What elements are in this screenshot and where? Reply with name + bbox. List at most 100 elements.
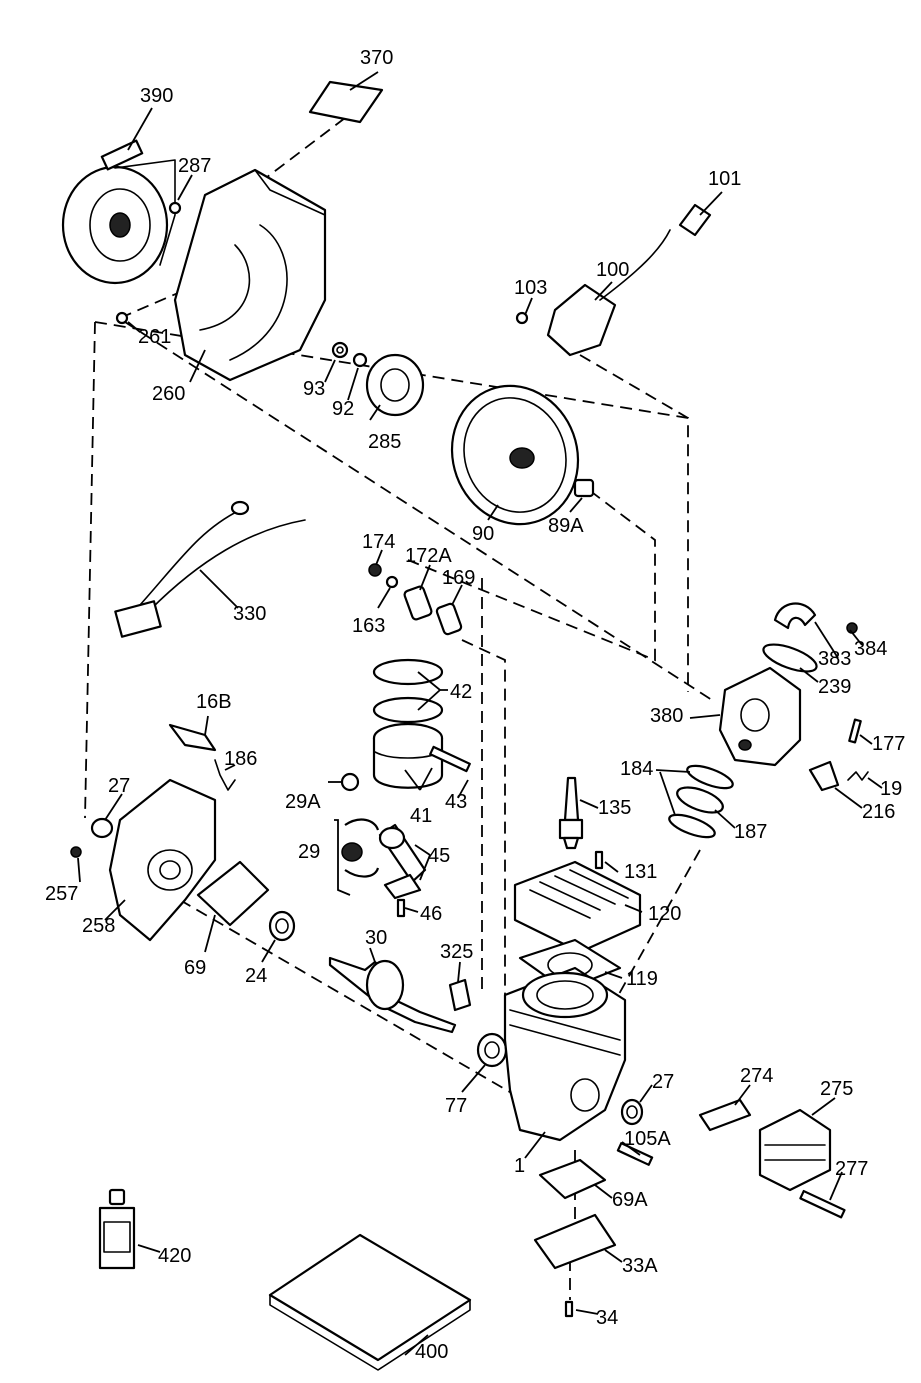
- label-101: 101: [708, 168, 741, 190]
- label-390: 390: [140, 85, 173, 107]
- label-1: 1: [514, 1155, 525, 1177]
- connecting-rod-45: [378, 823, 427, 900]
- label-105A: 105A: [624, 1128, 671, 1150]
- label-24: 24: [245, 965, 267, 987]
- stud-277: [799, 1189, 846, 1219]
- screw-174: [368, 563, 382, 577]
- spark-plug-135: [558, 776, 584, 850]
- label-380: 380: [650, 705, 683, 727]
- lever-216: [808, 760, 840, 792]
- label-277: 277: [835, 1158, 868, 1180]
- clamp-383: [773, 602, 817, 630]
- label-119: 119: [626, 968, 658, 990]
- oil-seal-27-left: [90, 817, 114, 839]
- label-174: 174: [362, 531, 395, 553]
- gasket-274: [698, 1098, 752, 1132]
- piston-pin-43: [429, 745, 471, 773]
- oil-seal-27-right: [620, 1098, 644, 1126]
- label-120: 120: [648, 903, 681, 925]
- washer-92: [352, 352, 368, 368]
- gasket-69: [196, 860, 270, 927]
- label-260: 260: [152, 383, 185, 405]
- label-172A: 172A: [405, 545, 452, 567]
- leader-lines: [77, 71, 883, 1356]
- callout-labels: 370 390 287 101 100 103 261 260 93 92 28…: [45, 47, 905, 1363]
- label-29: 29: [298, 841, 320, 863]
- label-45: 45: [428, 845, 450, 867]
- label-420: 420: [158, 1245, 191, 1267]
- ignition-module-100: [546, 229, 671, 357]
- oil-bottle-420: [98, 1188, 136, 1270]
- label-163: 163: [352, 615, 385, 637]
- bearing-24: [268, 910, 296, 942]
- piston-rings-42: [372, 658, 444, 724]
- muffler-275: [758, 1108, 832, 1192]
- label-27-right: 27: [652, 1071, 674, 1093]
- gasket-184: [686, 764, 734, 790]
- label-90: 90: [472, 523, 494, 545]
- cylinder-head-120: [513, 860, 642, 954]
- label-19: 19: [880, 778, 902, 800]
- stud-105A: [616, 1142, 654, 1166]
- label-275: 275: [820, 1078, 853, 1100]
- label-100: 100: [596, 259, 629, 281]
- spring-186: [214, 759, 236, 791]
- flywheel-90: [450, 384, 580, 526]
- label-261: 261: [138, 326, 171, 348]
- label-27-top: 27: [108, 775, 130, 797]
- label-239: 239: [818, 676, 851, 698]
- label-92: 92: [332, 398, 354, 420]
- label-400: 400: [415, 1341, 448, 1363]
- label-131: 131: [624, 861, 657, 883]
- screw-103: [515, 311, 529, 325]
- bearing-29: [341, 818, 380, 878]
- label-169: 169: [442, 567, 475, 589]
- gasket-69A: [538, 1158, 607, 1200]
- label-258: 258: [82, 915, 115, 937]
- bracket-16B: [168, 723, 217, 752]
- label-383: 383: [818, 648, 851, 670]
- screw-261: [115, 311, 129, 325]
- gasket-169: [435, 602, 463, 636]
- spring-19: [847, 771, 869, 781]
- label-69: 69: [184, 957, 206, 979]
- screw-257: [70, 846, 82, 858]
- spacer-187: [676, 786, 724, 814]
- screw-131: [594, 850, 604, 870]
- screw-287: [168, 201, 182, 215]
- bearing-77: [476, 1032, 508, 1068]
- bracket-325: [448, 978, 472, 1012]
- cover-33A: [533, 1213, 617, 1270]
- gasket-172A: [403, 585, 433, 621]
- washer-163: [385, 575, 399, 589]
- recoil-starter-390: [61, 139, 176, 285]
- label-257: 257: [45, 883, 78, 905]
- manual-400: [268, 1233, 472, 1371]
- label-274: 274: [740, 1065, 773, 1087]
- screw-34: [564, 1300, 574, 1318]
- gasket-184b: [668, 813, 716, 839]
- label-89A: 89A: [548, 515, 584, 537]
- label-77: 77: [445, 1095, 467, 1117]
- label-42: 42: [450, 681, 472, 703]
- nut-93: [331, 341, 349, 359]
- label-184: 184: [620, 758, 653, 780]
- flywheel-key-89A: [573, 478, 595, 498]
- starter-cup-285: [365, 353, 425, 417]
- label-287: 287: [178, 155, 211, 177]
- carburetor-380: [718, 666, 802, 767]
- label-29A: 29A: [285, 791, 321, 813]
- label-93: 93: [303, 378, 325, 400]
- decal-370: [308, 80, 384, 124]
- label-325: 325: [440, 941, 473, 963]
- label-16B: 16B: [196, 691, 232, 713]
- label-103: 103: [514, 277, 547, 299]
- label-216: 216: [862, 801, 895, 823]
- label-69A: 69A: [612, 1189, 648, 1211]
- piston-41: [372, 722, 444, 789]
- label-285: 285: [368, 431, 401, 453]
- label-370: 370: [360, 47, 393, 69]
- label-330: 330: [233, 603, 266, 625]
- label-41: 41: [410, 805, 432, 827]
